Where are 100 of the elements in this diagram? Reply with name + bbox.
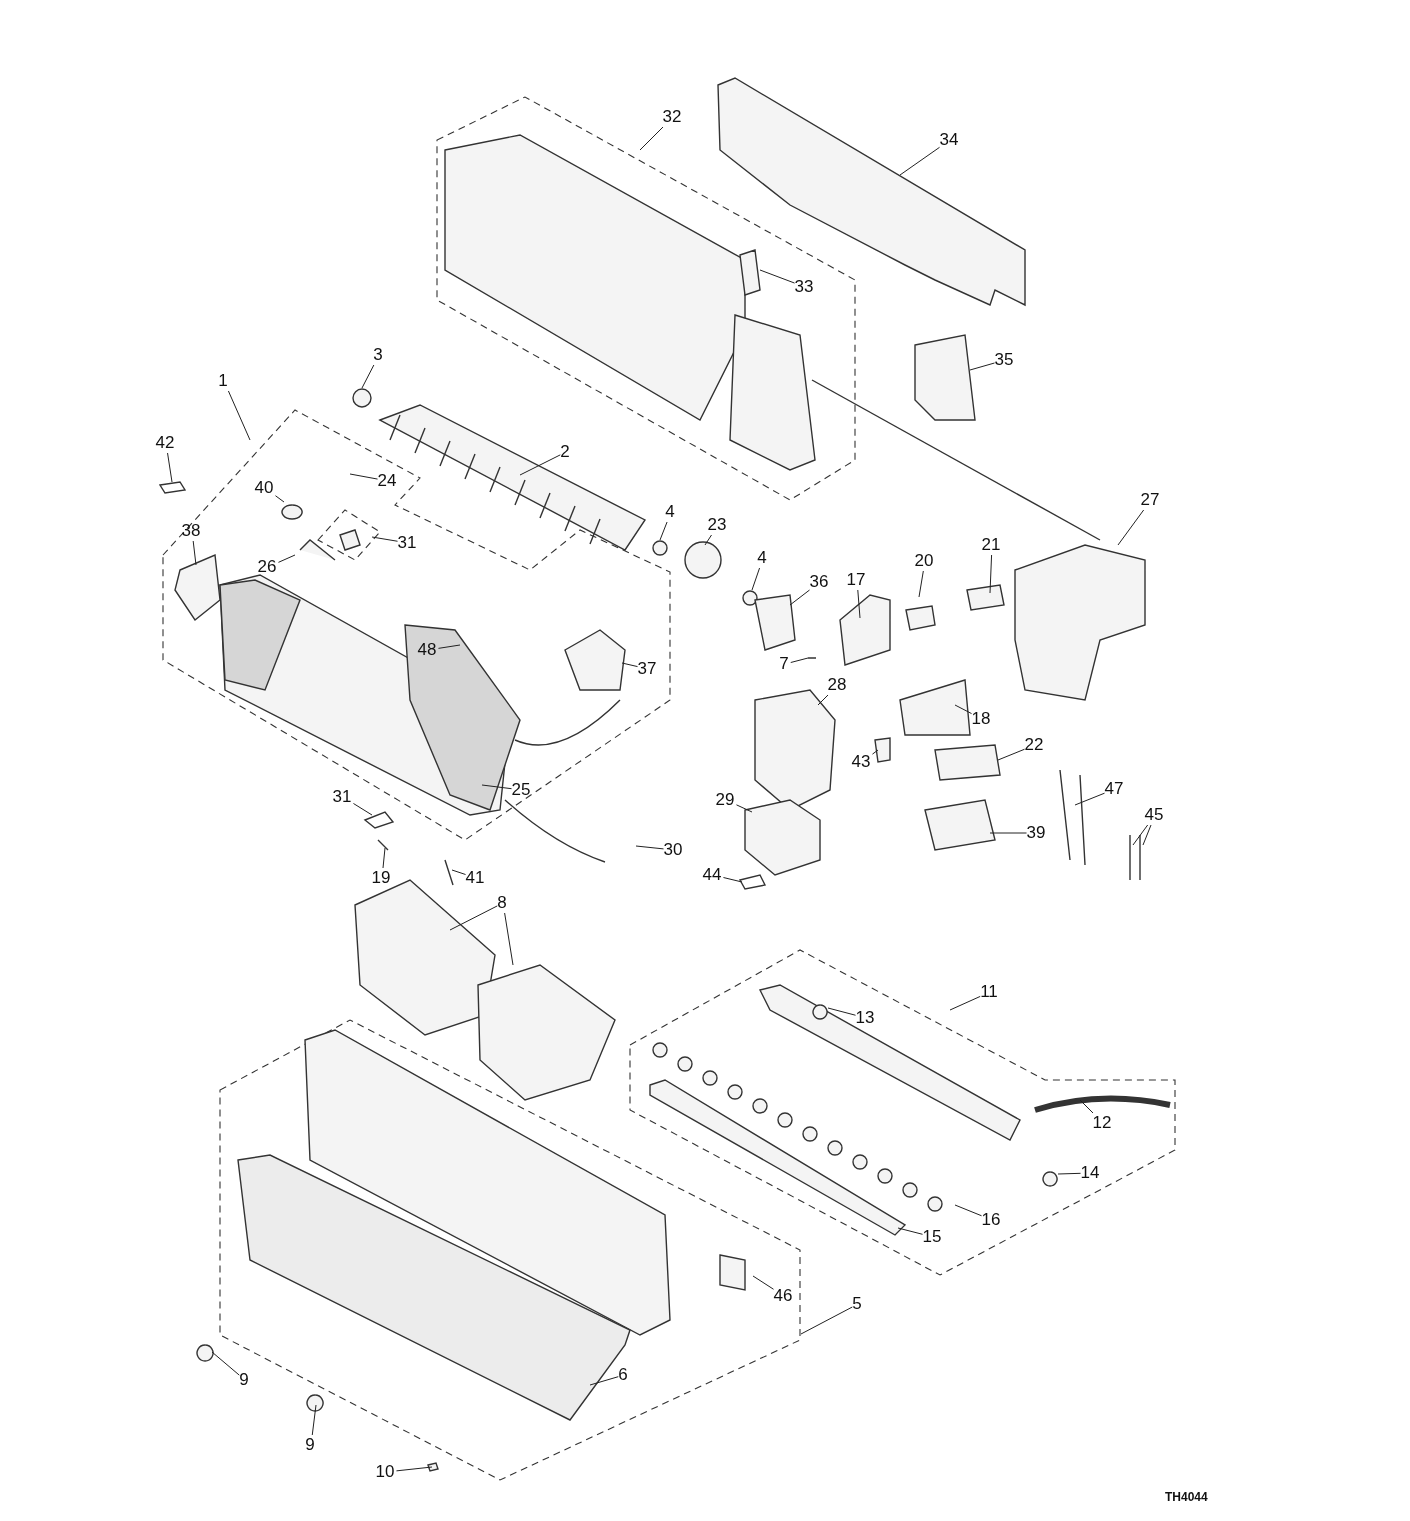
leader-line — [751, 567, 761, 591]
callout-number: 9 — [239, 1370, 249, 1390]
leader-line — [639, 126, 664, 151]
leader-line — [704, 534, 712, 546]
leader-line — [954, 704, 973, 715]
leader-line — [790, 657, 809, 663]
callout-number: 31 — [332, 787, 352, 807]
leader-line — [1132, 824, 1149, 846]
leader-line — [192, 540, 197, 566]
leader-line — [800, 1306, 853, 1335]
callout-number: 23 — [707, 515, 727, 535]
drawing-reference: TH4044 — [1165, 1490, 1208, 1504]
callout-number: 19 — [371, 868, 391, 888]
leader-line — [817, 694, 829, 706]
leader-line — [382, 847, 386, 869]
callout-number: 3 — [373, 345, 383, 365]
callout-number: 47 — [1104, 779, 1124, 799]
leader-line — [589, 1376, 619, 1386]
callout-number: 18 — [971, 709, 991, 729]
callout-number: 17 — [846, 570, 866, 590]
leader-line — [827, 1007, 857, 1016]
callout-number: 7 — [779, 654, 789, 674]
leader-line — [481, 784, 513, 790]
callout-number: 45 — [1144, 805, 1164, 825]
leader-line — [311, 1404, 317, 1436]
callout-number: 27 — [1140, 490, 1160, 510]
callout-number: 37 — [637, 659, 657, 679]
callout-number: 22 — [1024, 735, 1044, 755]
leader-line — [437, 644, 461, 649]
leader-line — [1057, 1172, 1082, 1175]
callout-number: 4 — [665, 502, 675, 522]
leader-line — [621, 662, 639, 668]
leader-line — [635, 845, 665, 850]
callout-number: 2 — [560, 442, 570, 462]
callout-number: 13 — [855, 1008, 875, 1028]
callout-number: 43 — [851, 752, 871, 772]
leader-line — [1117, 509, 1145, 546]
leader-line — [451, 869, 467, 875]
leader-line — [897, 1227, 924, 1235]
callout-number: 26 — [257, 557, 277, 577]
leader-line — [789, 589, 811, 606]
callout-number: 6 — [618, 1365, 628, 1385]
callout-number: 16 — [981, 1210, 1001, 1230]
leader-line — [1142, 824, 1152, 846]
callout-number: 48 — [417, 640, 437, 660]
callout-number: 35 — [994, 350, 1014, 370]
callout-number: 8 — [497, 893, 507, 913]
leader-line — [989, 832, 1028, 834]
leader-line — [1074, 792, 1106, 806]
callout-number: 4 — [757, 548, 767, 568]
callout-number: 20 — [914, 551, 934, 571]
leader-line — [899, 146, 941, 176]
leader-line — [722, 877, 743, 883]
leader-line — [349, 473, 379, 480]
leader-line — [167, 452, 173, 483]
leader-line — [361, 364, 375, 389]
callout-number: 29 — [715, 790, 735, 810]
callout-number: 38 — [181, 521, 201, 541]
callout-number: 21 — [981, 535, 1001, 555]
leader-line — [752, 1275, 775, 1290]
callout-number: 32 — [662, 107, 682, 127]
leader-line — [274, 495, 285, 503]
leader-line — [659, 521, 668, 541]
callout-number: 9 — [305, 1435, 315, 1455]
callout-number: 12 — [1092, 1113, 1112, 1133]
leader-line — [857, 589, 861, 619]
callout-number: 10 — [375, 1462, 395, 1482]
leader-line — [371, 536, 399, 542]
callout-number: 33 — [794, 277, 814, 297]
callout-number: 28 — [827, 675, 847, 695]
leader-line — [352, 803, 373, 816]
callout-number: 46 — [773, 1286, 793, 1306]
leader-line — [759, 269, 796, 284]
leader-line — [227, 390, 251, 441]
callout-number: 40 — [254, 478, 274, 498]
leader-line — [735, 804, 753, 813]
callout-number: 42 — [155, 433, 175, 453]
leader-line — [997, 748, 1026, 761]
callout-number: 31 — [397, 533, 417, 553]
leader-line — [504, 912, 514, 966]
callout-number: 41 — [465, 868, 485, 888]
leader-line — [211, 1351, 240, 1376]
leader-line — [519, 454, 561, 476]
leader-line — [395, 1466, 433, 1472]
leader-line — [969, 362, 996, 371]
callout-number: 14 — [1080, 1163, 1100, 1183]
callout-number: 5 — [852, 1294, 862, 1314]
callout-number: 11 — [980, 982, 998, 1002]
callout-number: 36 — [809, 572, 829, 592]
callout-number: 25 — [511, 780, 531, 800]
leader-line — [989, 554, 993, 594]
leader-line — [954, 1204, 983, 1217]
callout-number: 34 — [939, 130, 959, 150]
leader-line — [871, 749, 879, 755]
callout-number: 44 — [702, 865, 722, 885]
leader-line — [949, 995, 981, 1011]
callout-number: 30 — [663, 840, 683, 860]
callout-number: 24 — [377, 471, 397, 491]
leader-line — [1079, 1099, 1094, 1114]
leader-line — [277, 554, 296, 563]
